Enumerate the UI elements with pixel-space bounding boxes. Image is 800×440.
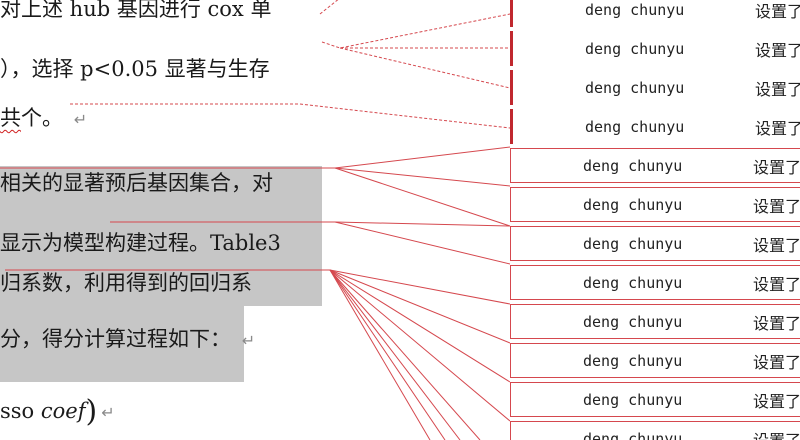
comment-bubble[interactable]: deng chunyu 设置了 bbox=[510, 109, 800, 144]
comment-bubble[interactable]: deng chunyu 设置了 bbox=[510, 148, 800, 183]
doc-text: 分，得分计算过程如下： bbox=[0, 327, 231, 351]
comment-author: deng chunyu bbox=[583, 312, 683, 331]
comment-author: deng chunyu bbox=[583, 156, 683, 175]
comment-action: 设置了 bbox=[753, 157, 800, 177]
paragraph-mark: ↵ bbox=[241, 331, 256, 350]
comment-action: 设置了 bbox=[753, 313, 800, 333]
leader-line bbox=[334, 167, 511, 227]
comment-author: deng chunyu bbox=[583, 195, 683, 214]
comment-action: 设置了 bbox=[753, 274, 800, 294]
doc-text: ），选择 p<0.05 显著与生存 bbox=[0, 57, 270, 81]
paragraph-mark: ↵ bbox=[73, 110, 88, 129]
doc-line-3: 共个。 ↵ bbox=[0, 101, 87, 135]
comment-author: deng chunyu bbox=[585, 0, 685, 19]
doc-text: 归系数，利用得到的回归系 bbox=[0, 271, 252, 295]
leader-line bbox=[334, 167, 511, 187]
doc-line-2: ），选择 p<0.05 显著与生存 bbox=[0, 52, 270, 86]
leader-line bbox=[329, 269, 511, 383]
comment-bubble[interactable]: deng chunyu 设置了 bbox=[510, 0, 800, 27]
comment-bubble[interactable]: deng chunyu 设置了 bbox=[510, 70, 800, 105]
comment-bubble[interactable]: deng chunyu 设置了 bbox=[510, 421, 800, 440]
comment-bubble[interactable]: deng chunyu 设置了 bbox=[510, 343, 800, 378]
leader-line bbox=[329, 269, 511, 422]
leader-line bbox=[319, 0, 339, 15]
spelling-flag-text[interactable]: 共 bbox=[0, 106, 21, 130]
doc-line-1: 对上述 hub 基因进行 cox 单 bbox=[0, 0, 275, 26]
formula-paren: ) bbox=[85, 394, 98, 429]
comment-action: 设置了 bbox=[753, 391, 800, 411]
doc-text: 显示为模型构建过程。Table3 bbox=[0, 231, 281, 255]
comment-author: deng chunyu bbox=[583, 351, 683, 370]
comment-action: 设置了 bbox=[755, 118, 800, 138]
leader-line bbox=[329, 269, 511, 344]
doc-line-8-formula: sso coef)↵ bbox=[0, 389, 115, 433]
formula-text: sso bbox=[0, 399, 41, 423]
doc-line-4-highlighted: 相关的显著预后基因集合，对 bbox=[0, 166, 322, 200]
comment-action: 设置了 bbox=[755, 79, 800, 99]
comment-bubble[interactable]: deng chunyu 设置了 bbox=[510, 187, 800, 222]
comment-bubble[interactable]: deng chunyu 设置了 bbox=[510, 31, 800, 66]
paragraph-mark: ↵ bbox=[101, 403, 115, 422]
comment-bubble[interactable]: deng chunyu 设置了 bbox=[510, 382, 800, 417]
comment-action: 设置了 bbox=[753, 196, 800, 216]
comment-action: 设置了 bbox=[753, 430, 800, 440]
comment-bubble[interactable]: deng chunyu 设置了 bbox=[510, 265, 800, 300]
leader-line bbox=[321, 13, 511, 49]
leader-line bbox=[334, 221, 511, 265]
leader-line bbox=[329, 269, 446, 440]
doc-line-7-highlighted: 分，得分计算过程如下： ↵ bbox=[0, 306, 255, 382]
highlight-gap bbox=[0, 200, 322, 226]
comment-author: deng chunyu bbox=[583, 429, 683, 440]
comment-action: 设置了 bbox=[755, 1, 800, 21]
comment-action: 设置了 bbox=[755, 40, 800, 60]
leader-line bbox=[339, 47, 511, 89]
doc-line-5-highlighted: 显示为模型构建过程。Table3 bbox=[0, 226, 322, 260]
formula-coef: coef bbox=[40, 399, 86, 423]
comment-author: deng chunyu bbox=[583, 273, 683, 292]
comment-bubble[interactable]: deng chunyu 设置了 bbox=[510, 304, 800, 339]
markup-comment-pane[interactable]: deng chunyu 设置了 deng chunyu 设置了 deng chu… bbox=[510, 0, 800, 440]
comment-author: deng chunyu bbox=[583, 390, 683, 409]
comment-author: deng chunyu bbox=[585, 78, 685, 97]
doc-line-6-highlighted: 归系数，利用得到的回归系 bbox=[0, 260, 322, 306]
doc-text: 个。 bbox=[21, 106, 63, 130]
doc-text: 对上述 hub 基因进行 cox 单 bbox=[0, 0, 272, 21]
comment-author: deng chunyu bbox=[585, 39, 685, 58]
document-page[interactable]: 对上述 hub 基因进行 cox 单 ），选择 p<0.05 显著与生存 共个。… bbox=[0, 0, 340, 440]
doc-text: 相关的显著预后基因集合，对 bbox=[0, 171, 273, 195]
leader-line bbox=[329, 269, 511, 305]
comment-author: deng chunyu bbox=[585, 117, 685, 136]
leader-line bbox=[329, 269, 431, 440]
leader-line bbox=[329, 269, 481, 440]
comment-action: 设置了 bbox=[753, 235, 800, 255]
comment-bubble[interactable]: deng chunyu 设置了 bbox=[510, 226, 800, 261]
comment-action: 设置了 bbox=[753, 352, 800, 372]
leader-line bbox=[329, 269, 461, 440]
comment-author: deng chunyu bbox=[583, 234, 683, 253]
